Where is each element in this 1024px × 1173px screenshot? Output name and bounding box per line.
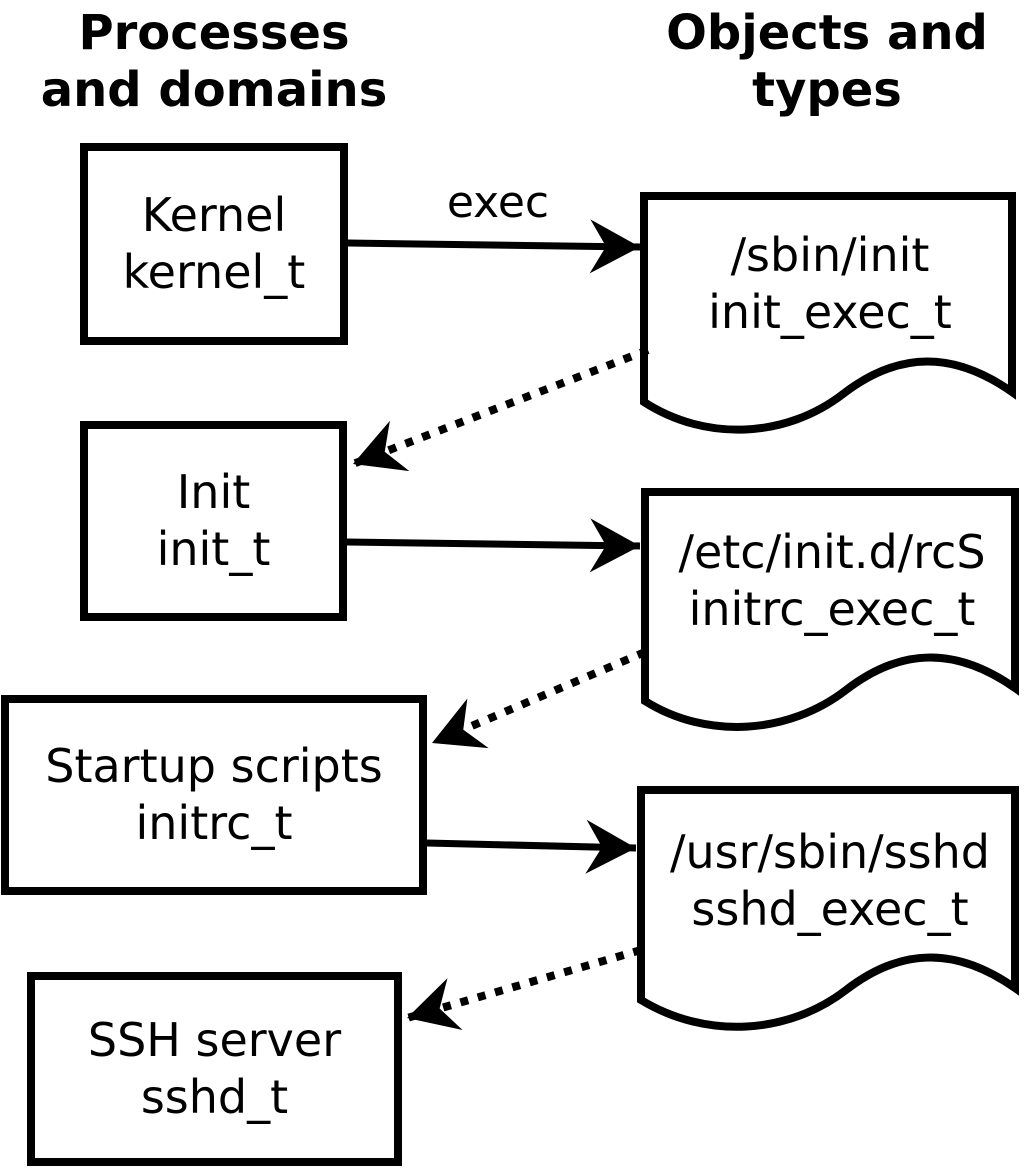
process-name: SSH server bbox=[87, 1013, 342, 1067]
document-shape-usr-sbin-sshd bbox=[637, 786, 1019, 1031]
edge-label-exec: exec bbox=[446, 177, 550, 228]
process-box-init: Init init_t bbox=[80, 421, 347, 621]
process-name: Startup scripts bbox=[45, 739, 383, 793]
solid-arrow-startup-to-sshd-exec bbox=[426, 819, 637, 874]
process-domain: initrc_t bbox=[135, 796, 293, 850]
document-shape-etc-initd-rcs bbox=[641, 488, 1019, 731]
process-domain: sshd_t bbox=[140, 1070, 289, 1124]
process-box-ssh-server: SSH server sshd_t bbox=[27, 972, 402, 1166]
header-line: and domains bbox=[40, 62, 388, 118]
process-domain: init_t bbox=[156, 522, 271, 576]
column-header-processes-and-domains: Processes and domains bbox=[0, 5, 428, 119]
process-box-kernel: Kernel kernel_t bbox=[80, 143, 348, 345]
dotted-arrow-init-exec-to-init bbox=[351, 346, 650, 472]
process-name: Kernel bbox=[141, 188, 287, 242]
process-box-startup-scripts: Startup scripts initrc_t bbox=[1, 695, 427, 895]
process-name: Init bbox=[176, 465, 251, 519]
solid-arrow-init-to-initrc-exec bbox=[346, 518, 641, 573]
dotted-arrow-initrc-exec-to-startup bbox=[430, 648, 647, 749]
document-shape-sbin-init bbox=[640, 192, 1016, 434]
column-header-objects-and-types: Objects and types bbox=[635, 5, 1019, 119]
process-domain: kernel_t bbox=[122, 245, 306, 299]
dotted-arrow-sshd-exec-to-ssh bbox=[405, 946, 643, 1030]
header-line: Processes bbox=[78, 5, 350, 61]
solid-arrow-kernel-to-init-exec bbox=[347, 219, 641, 274]
header-line: types bbox=[752, 62, 902, 118]
header-line: Objects and bbox=[666, 5, 988, 61]
